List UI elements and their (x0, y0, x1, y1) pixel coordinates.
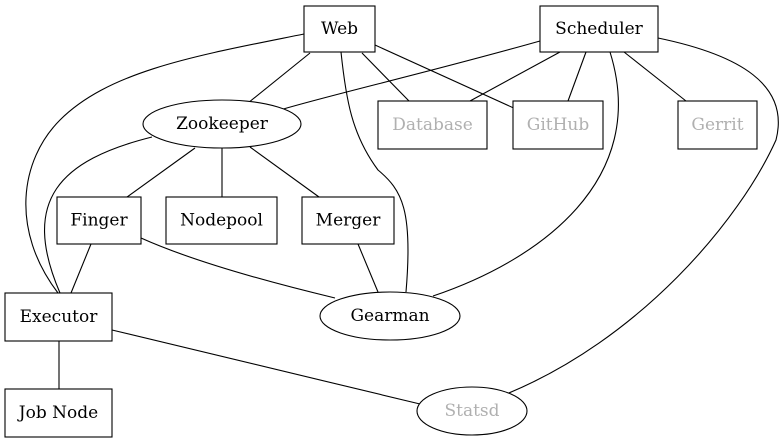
edges-layer (25, 33, 779, 405)
node-gearman-label: Gearman (350, 306, 429, 326)
node-gearman: Gearman (319, 291, 461, 341)
node-gerrit-shape (677, 100, 758, 150)
node-github-label: GitHub (527, 115, 590, 135)
node-finger-shape (56, 196, 142, 245)
node-zookeeper: Zookeeper (142, 99, 302, 149)
node-merger-label: Merger (316, 211, 382, 231)
node-web-shape (303, 5, 376, 53)
edge-scheduler-gerrit (623, 51, 687, 102)
node-github: GitHub (512, 100, 604, 150)
edge-zookeeper-merger (249, 146, 320, 198)
node-merger: Merger (301, 196, 395, 245)
edge-web-database (361, 52, 410, 102)
node-zookeeper-label: Zookeeper (176, 114, 269, 134)
node-database-shape (377, 100, 488, 150)
node-statsd: Statsd (416, 386, 528, 436)
node-nodepool: Nodepool (165, 196, 278, 245)
edge-finger-gearman (140, 237, 336, 299)
node-jobnode: Job Node (4, 388, 113, 438)
edge-scheduler-database (469, 51, 561, 102)
node-finger: Finger (56, 196, 142, 245)
edge-scheduler-gearman (432, 51, 619, 297)
node-scheduler-shape (539, 5, 659, 53)
edge-zookeeper-finger (126, 147, 196, 198)
edge-web-zookeeper (247, 52, 311, 104)
node-gearman-shape (319, 291, 461, 341)
node-zookeeper-shape (142, 99, 302, 149)
node-executor-label: Executor (20, 307, 99, 327)
node-executor-shape (4, 292, 113, 342)
node-web-label: Web (321, 19, 358, 39)
node-scheduler-label: Scheduler (555, 19, 644, 39)
node-gerrit-label: Gerrit (691, 115, 743, 135)
node-database: Database (377, 100, 488, 150)
edge-merger-gearman (357, 243, 379, 293)
node-finger-label: Finger (70, 211, 128, 231)
edge-web-gearman (340, 51, 409, 293)
node-jobnode-label: Job Node (17, 403, 98, 423)
edge-scheduler-github (567, 51, 587, 102)
node-github-shape (512, 100, 604, 150)
node-statsd-shape (416, 386, 528, 436)
node-merger-shape (301, 196, 395, 245)
edge-zookeeper-executor (44, 136, 153, 294)
node-jobnode-shape (4, 388, 113, 438)
edge-finger-executor (70, 243, 92, 294)
node-nodepool-shape (165, 196, 278, 245)
node-executor: Executor (4, 292, 113, 342)
node-web: Web (303, 5, 376, 53)
node-gerrit: Gerrit (677, 100, 758, 150)
node-statsd-label: Statsd (444, 401, 499, 421)
edge-web-executor (25, 33, 305, 294)
edge-executor-statsd (111, 329, 421, 405)
node-scheduler: Scheduler (539, 5, 659, 53)
node-database-label: Database (392, 115, 473, 135)
edge-scheduler-zookeeper (279, 40, 541, 111)
edge-scheduler-statsd (503, 37, 779, 396)
node-nodepool-label: Nodepool (180, 211, 263, 231)
